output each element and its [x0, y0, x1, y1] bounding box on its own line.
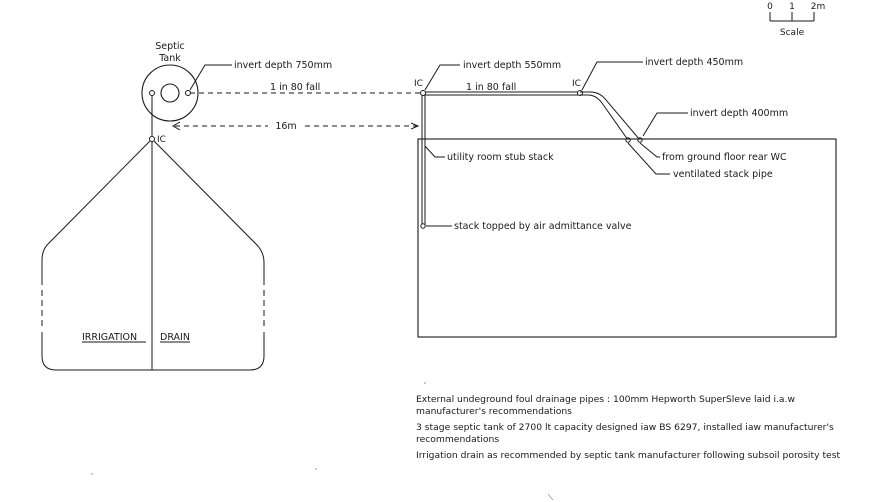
specification-notes: External undeground foul drainage pipes …: [416, 394, 864, 467]
fall-left-label: 1 in 80 fall: [270, 82, 320, 93]
note-pipes: External undeground foul drainage pipes …: [416, 394, 795, 417]
invert-400-label: invert depth 400mm: [690, 108, 788, 119]
ic-mid-label: IC: [414, 79, 423, 89]
vent-stack-label: ventilated stack pipe: [673, 169, 773, 180]
scale-tick-2: 2m: [811, 2, 826, 12]
drain-label: DRAIN: [160, 332, 190, 343]
scale-bar: 0 1 2m Scale: [767, 2, 825, 38]
scale-tick-1: 1: [789, 2, 795, 12]
invert-750-label: invert depth 750mm: [234, 60, 332, 71]
invert-450-label: invert depth 450mm: [645, 57, 743, 68]
ic-right-label: IC: [572, 79, 581, 89]
distance-label: 16m: [275, 121, 296, 132]
septic-tank: Septic Tank: [141, 41, 199, 122]
septic-label-2: Tank: [158, 53, 181, 64]
from-wc-label: from ground floor rear WC: [662, 152, 787, 163]
irrigation-drain: IRRIGATION DRAIN: [41, 140, 265, 371]
scale-tick-0: 0: [767, 2, 773, 12]
ic-tank-label: IC: [157, 135, 166, 145]
septic-label-1: Septic: [155, 41, 185, 52]
stack-valve-label: stack topped by air admittance valve: [454, 221, 632, 232]
irrigation-label: IRRIGATION: [82, 332, 137, 343]
invert-550-label: invert depth 550mm: [463, 60, 561, 71]
fall-right-label: 1 in 80 fall: [466, 82, 516, 93]
note-septic-tank: 3 stage septic tank of 2700 lt capacity …: [416, 422, 834, 445]
building-outline: [417, 138, 837, 338]
utility-stack-label: utility room stub stack: [447, 152, 554, 163]
note-irrigation: Irrigation drain as recommended by septi…: [416, 450, 841, 461]
scale-label: Scale: [780, 28, 805, 38]
